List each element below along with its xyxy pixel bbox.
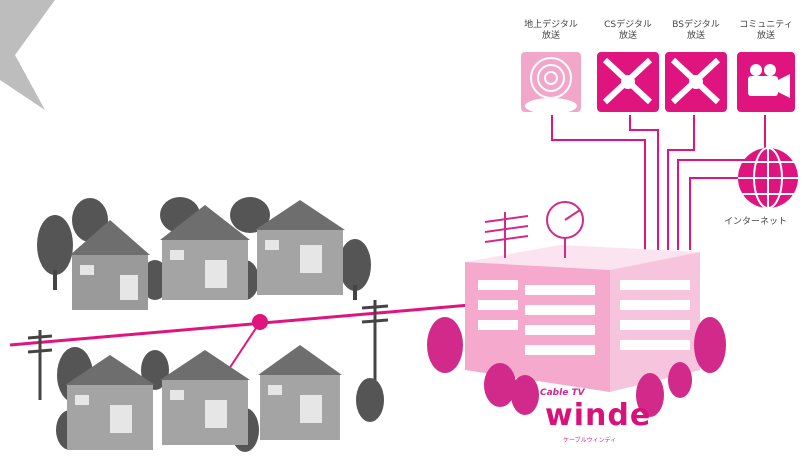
source-label-bs: BSデジタル 放送 [661,20,731,42]
source-label-cs: CSデジタル 放送 [593,20,663,42]
source-label-community: コミュニティ 放送 [731,20,801,42]
house [258,345,342,440]
logo-cable-tv: Cable TV [540,388,585,398]
junction-node [252,314,268,330]
houses [65,200,345,450]
house [160,350,250,445]
signal-cables [552,115,765,250]
source-label-terrestrial: 地上デジタル 放送 [516,20,586,42]
logo-winde: winde [545,398,651,433]
logo-kana: ケーブルウィンディ [563,435,616,444]
globe-icon [738,148,798,208]
terrestrial-tower-icon [521,52,581,114]
cs-satellite-icon [597,52,659,112]
internet-label: インターネット [724,214,787,227]
decorative-arrow-shape [0,0,55,110]
bs-satellite-icon [665,52,727,112]
community-camera-icon [737,52,795,112]
